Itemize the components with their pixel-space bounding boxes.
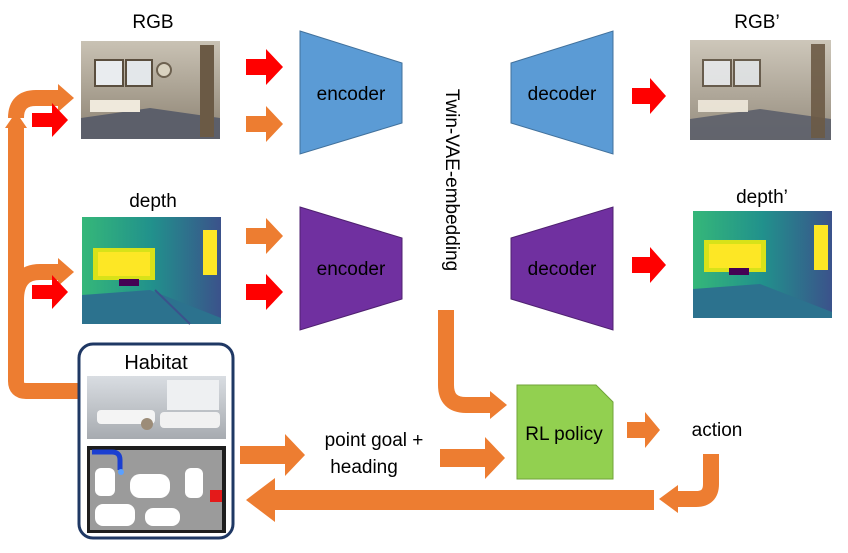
- point-goal-label-line1: point goal +: [325, 430, 424, 451]
- embedding-to-policy-arrow: [438, 310, 507, 419]
- rgb-reconstructed-label: RGB’: [734, 12, 779, 33]
- depth-decoder-to-output-arrow: [632, 247, 666, 283]
- depth-input-image: [82, 217, 221, 325]
- rgb-input-image: [81, 41, 220, 139]
- action-label: action: [692, 420, 743, 441]
- depth-encoder-block: encoder: [299, 206, 403, 331]
- action-to-habitat-return-arrow: [246, 454, 719, 522]
- habitat-to-goal-arrow: [240, 434, 305, 476]
- habitat-topdown-map: [87, 446, 226, 533]
- rgb-red-input-arrow: [32, 103, 68, 137]
- depth-red-input-arrow: [32, 275, 68, 309]
- habitat-render-image: [87, 376, 226, 439]
- depth-label: depth: [129, 191, 177, 212]
- depth-decoder-block: decoder: [510, 206, 614, 331]
- depth-reconstructed-label: depth’: [736, 187, 788, 208]
- depth-to-encoder-red-arrow: [246, 274, 283, 310]
- depth-decoder-label: decoder: [528, 259, 597, 280]
- rgb-to-encoder-red-arrow: [246, 49, 283, 85]
- habitat-box: Habitat: [77, 342, 235, 540]
- rgb-encoder-label: encoder: [317, 84, 386, 105]
- rgb-decoder-label: decoder: [528, 84, 597, 105]
- rgb-label: RGB: [132, 12, 173, 33]
- depth-to-encoder-orange-arrow: [246, 218, 283, 254]
- habitat-title: Habitat: [124, 352, 188, 374]
- depth-output-image: [693, 211, 832, 318]
- rgb-to-encoder-orange-arrow: [246, 106, 283, 142]
- depth-encoder-label: encoder: [317, 259, 386, 280]
- embedding-label: Twin-VAE-embedding: [441, 89, 462, 271]
- policy-to-action-arrow: [627, 412, 660, 448]
- rl-policy-label: RL policy: [525, 424, 603, 445]
- rgb-decoder-block: decoder: [510, 30, 614, 155]
- rgb-encoder-block: encoder: [299, 30, 403, 155]
- rgb-decoder-to-output-arrow: [632, 78, 666, 114]
- rgb-output-image: [690, 40, 831, 140]
- point-goal-label-line2: heading: [330, 457, 398, 478]
- rl-policy-block: RL policy: [516, 384, 614, 480]
- goal-to-policy-arrow: [440, 437, 505, 479]
- habitat-to-inputs-arrow: [5, 84, 78, 399]
